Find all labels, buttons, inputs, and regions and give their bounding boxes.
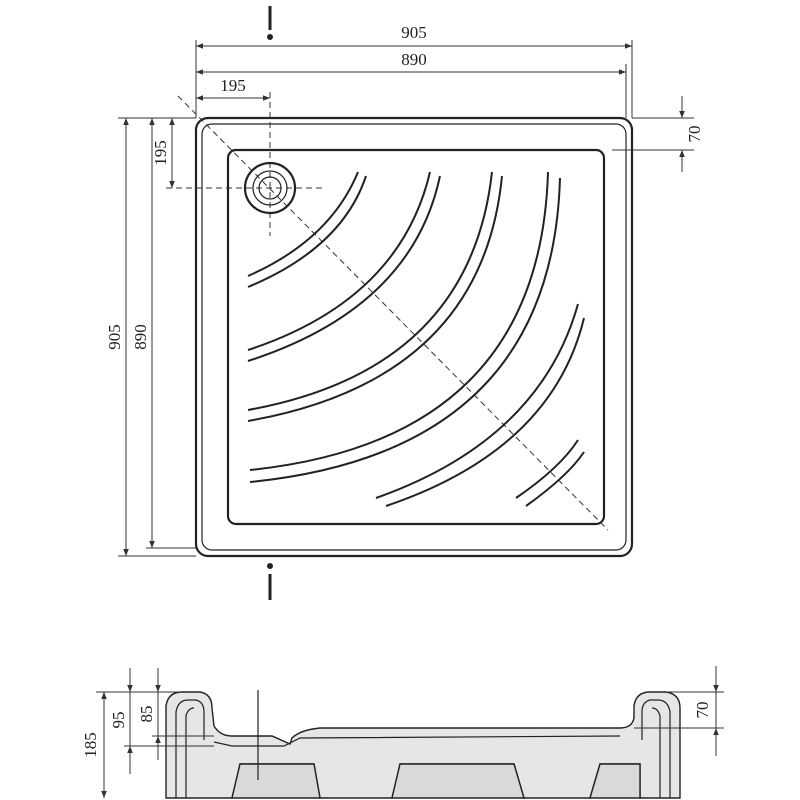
dim-section-95-label: 95 (109, 712, 128, 729)
dim-section-total-label: 185 (81, 732, 100, 758)
groove-arc (525, 451, 585, 507)
groove-arc (247, 175, 367, 288)
section-basin-surface (213, 735, 621, 747)
tray-outer-rim-line (201, 123, 627, 551)
center-marker-bottom (267, 563, 273, 600)
dim-outer-height-label: 905 (105, 324, 124, 350)
section-left-rim-inner (175, 699, 205, 798)
dim-inner-height-label: 890 (131, 324, 150, 350)
tray-inner-basin (226, 148, 606, 526)
center-marker-top (267, 6, 273, 40)
section-tray-body (165, 691, 681, 799)
groove-pattern (247, 171, 585, 507)
groove-arc (247, 171, 493, 411)
dim-section-rim: 70 (634, 666, 724, 756)
section-foot (231, 763, 321, 799)
diagonal-centerline (177, 95, 609, 531)
groove-arc (247, 175, 441, 362)
dim-drain-x: 195 (196, 76, 270, 101)
groove-arc (249, 171, 549, 471)
dim-rim-right-label: 70 (685, 126, 704, 143)
dim-drain-x-label: 195 (220, 76, 246, 95)
section-right-rim-inner-2 (651, 707, 661, 798)
section-foot (391, 763, 525, 799)
section-foot (589, 763, 641, 799)
dim-section-95: 95 (109, 668, 214, 774)
section-left-rim-inner-2 (185, 707, 195, 798)
dim-inner-width: 890 (196, 50, 627, 118)
dim-outer-width-label: 905 (401, 23, 427, 42)
groove-arc (249, 177, 561, 483)
dim-drain-y-label: 195 (151, 140, 170, 166)
dim-section-85-label: 85 (137, 706, 156, 723)
plan-view: 905 890 195 905 890 195 (105, 6, 704, 600)
groove-arc (385, 317, 585, 507)
groove-arc (515, 439, 579, 499)
dim-drain-y: 195 (151, 118, 175, 188)
drain-outer-ring (243, 161, 297, 215)
groove-arc (375, 303, 579, 499)
dim-inner-height: 890 (131, 118, 196, 549)
dim-outer-height: 905 (105, 117, 196, 557)
groove-arc (247, 175, 503, 422)
dim-section-rim-label: 70 (693, 702, 712, 719)
dim-outer-width: 905 (195, 23, 633, 118)
dim-section-total: 185 (81, 691, 182, 798)
groove-arc (247, 171, 431, 351)
dim-inner-width-label: 890 (401, 50, 427, 69)
dim-rim-right: 70 (612, 96, 704, 172)
drain-inner-ring (258, 176, 282, 200)
section-view: 185 95 85 70 (81, 666, 724, 799)
drain-mid-ring (252, 170, 288, 206)
dim-section-85: 85 (137, 668, 214, 760)
groove-arc (247, 171, 359, 277)
section-right-rim-inner (641, 699, 671, 798)
tray-outer-outline (194, 116, 634, 558)
